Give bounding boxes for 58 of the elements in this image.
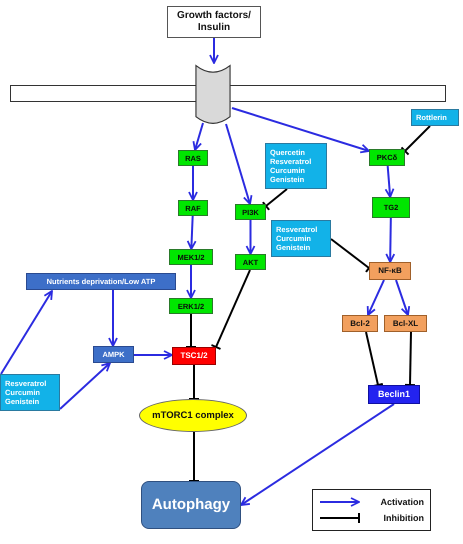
node-label: mTORC1 complex <box>152 410 234 422</box>
node-label: Growth factors/ Insulin <box>176 10 252 34</box>
legend-label: Activation <box>380 497 424 507</box>
protein-box <box>172 347 216 365</box>
node-label: Autophagy <box>152 496 230 514</box>
activation-arrow <box>134 350 173 360</box>
activation-arrow <box>209 38 219 64</box>
legend-label: Inhibition <box>384 513 424 523</box>
activation-arrow <box>186 216 197 250</box>
protein-box <box>93 346 134 363</box>
protein-box <box>368 385 420 404</box>
activation-arrow <box>384 166 394 198</box>
protein-box <box>342 315 378 332</box>
activation-arrow <box>366 280 385 316</box>
protein-box <box>369 262 411 280</box>
node-label: TSC1/2 <box>180 351 208 361</box>
inhibitor-box <box>0 374 60 411</box>
inhibition-line <box>365 332 384 388</box>
protein-box <box>235 254 266 270</box>
cell-membrane <box>10 85 446 102</box>
activation-arrow <box>246 220 256 255</box>
node-label: Bcl-2 <box>350 318 370 328</box>
activation-arrow <box>186 265 196 299</box>
node-label: NF-κB <box>378 266 402 276</box>
protein-box <box>178 150 208 166</box>
activation-arrow <box>108 290 118 347</box>
protein-box <box>384 315 427 332</box>
inhibition-line <box>189 432 199 482</box>
protein-box <box>169 298 213 314</box>
activation-arrow <box>0 290 53 375</box>
protein-box <box>178 200 208 216</box>
inhibitor-box <box>265 143 327 189</box>
node-label: Bcl-XL <box>392 318 418 328</box>
activation-arrow <box>385 218 396 263</box>
inhibition-line <box>211 270 251 350</box>
activation-arrow <box>232 107 370 154</box>
condition-box <box>26 273 176 290</box>
receptor-drawing <box>194 62 232 126</box>
protein-box <box>169 249 213 265</box>
inhibitor-box <box>271 220 331 257</box>
inhibition-line <box>189 365 199 400</box>
inhibitor-box <box>411 109 459 126</box>
ligand-box <box>167 6 261 38</box>
activation-arrow <box>188 166 198 201</box>
activation-arrow <box>59 362 111 410</box>
inhibition-line <box>186 314 196 348</box>
process-box <box>141 481 241 529</box>
protein-box <box>369 149 405 166</box>
protein-box <box>235 204 266 220</box>
activation-arrow <box>395 280 410 316</box>
activation-arrow <box>240 403 395 506</box>
activation-arrow <box>192 122 204 151</box>
inhibition-line <box>400 125 431 156</box>
protein-box <box>372 197 410 218</box>
inhibition-line <box>404 332 416 386</box>
node-label: Beclin1 <box>378 389 410 400</box>
activation-arrow <box>225 124 252 205</box>
inhibition-line <box>262 188 288 211</box>
